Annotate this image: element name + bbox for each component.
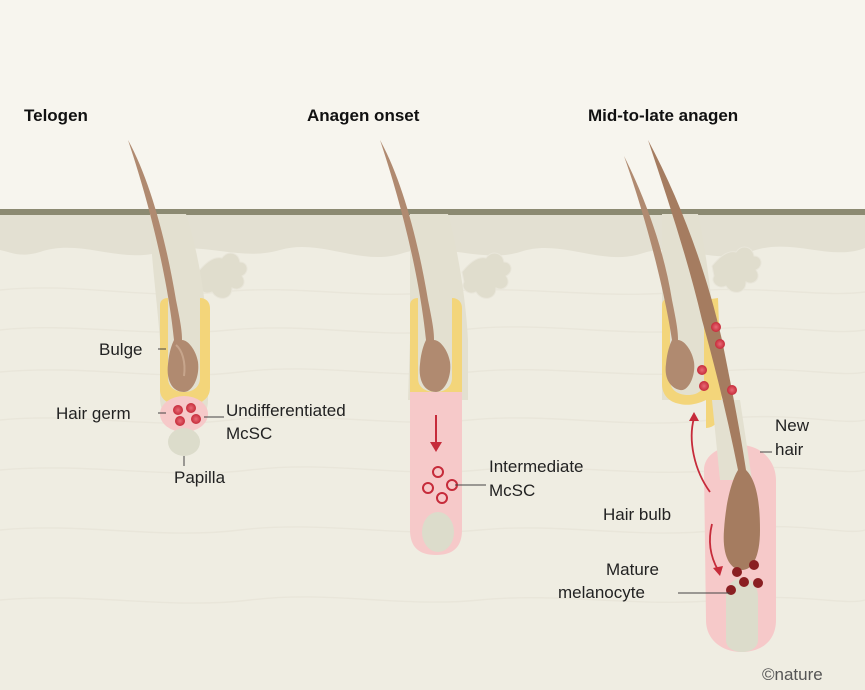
mid-late-anagen-follicle [624,140,776,652]
label-new: New [775,416,810,435]
nature-credit: ©nature [762,665,823,684]
downward-arrow [709,523,719,571]
label-new-hair: hair [775,440,804,459]
panel-title-anagen-onset: Anagen onset [307,106,420,125]
label-intermediate-mcsc: McSC [489,481,535,500]
leader-lines [158,348,772,594]
arrow-head-icon [689,412,699,421]
label-bulge: Bulge [99,340,142,359]
panel-title-mid-late-anagen: Mid-to-late anagen [588,106,738,125]
label-intermediate: Intermediate [489,457,584,476]
label-papilla: Papilla [174,468,226,487]
mature-melanocyte-cells [726,560,763,595]
arrow-head-icon [713,566,723,576]
label-undifferentiated-mcsc: McSC [226,424,272,443]
label-mature: Mature [606,560,659,579]
upward-arrow [690,417,711,493]
skin-surface-line [0,209,865,215]
label-hair-germ: Hair germ [56,404,131,423]
bulge-mcsc-cells [697,322,737,395]
undifferentiated-mcsc-cells [173,403,201,426]
label-mature-melanocyte: melanocyte [558,583,645,602]
label-undifferentiated: Undifferentiated [226,401,346,420]
label-hair-bulb: Hair bulb [603,505,671,524]
anagen-onset-follicle [380,140,512,555]
telogen-follicle [128,140,248,456]
panel-title-telogen: Telogen [24,106,88,125]
arrow-head-icon [430,442,442,452]
